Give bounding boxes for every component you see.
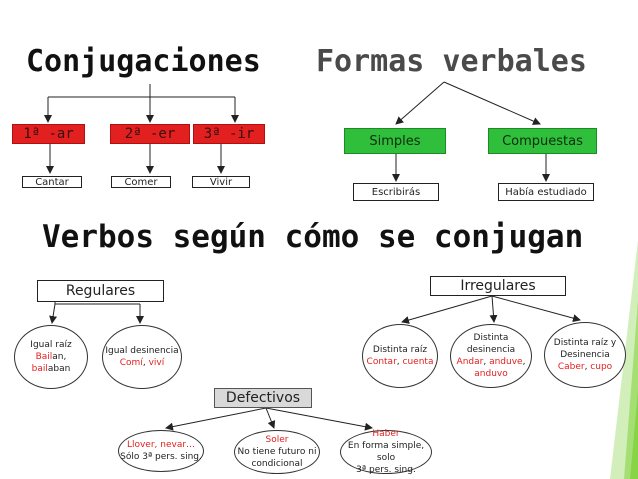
regulares-igual-desinencia: Igual desinencia Comí, viví: [102, 325, 182, 389]
llover-label: Llover, nevar…: [126, 440, 196, 450]
irregulares-distinta-desinencia: Distinta desinencia Andar, anduve, anduv…: [450, 324, 532, 388]
desinencia-label: Desinencia: [560, 350, 610, 360]
regulares-box: Regulares: [37, 280, 164, 302]
defectivos-haber: Haber En forma simple, solo 3ª pers. sin…: [340, 429, 432, 475]
soler-desc-1: No tiene futuro ni: [237, 447, 317, 457]
igual-desinencia-example: Comí, viví: [119, 358, 165, 368]
conjugaciones-title: Conjugaciones: [26, 44, 261, 79]
irregulares-box: Irregulares: [430, 276, 566, 296]
defectivos-llover: Llover, nevar… Sólo 3ª pers. sing.: [118, 430, 204, 472]
distinta-desinencia-label: Distinta desinencia: [466, 333, 516, 355]
distinta-desinencia-example: Andar, anduve, anduvo: [456, 357, 526, 379]
conj-2-example: Comer: [111, 176, 171, 188]
haber-desc-2: 3ª pers. sing.: [356, 465, 416, 475]
simples-box: Simples: [344, 128, 446, 154]
conj-3-box: 3ª -ir: [193, 124, 265, 144]
conj-2-box: 2ª -er: [110, 124, 190, 144]
igual-desinencia-label: Igual desinencia: [105, 346, 179, 356]
igual-raiz-example: Bailan, bailaban: [31, 352, 71, 374]
llover-desc: Sólo 3ª pers. sing.: [120, 452, 202, 462]
verbos-title: Verbos según cómo se conjugan: [42, 219, 584, 255]
conj-1-box: 1ª -ar: [12, 124, 85, 144]
conj-3-example: Vivir: [192, 176, 250, 188]
distinta-raiz-y-desinencia-example: Caber, cupo: [557, 362, 613, 372]
irregulares-distinta-raiz: Distinta raíz Contar, cuenta: [362, 324, 438, 388]
simples-example: Escribirás: [353, 183, 439, 201]
igual-raiz-label: Igual raíz: [30, 340, 72, 350]
conj-1-example: Cantar: [22, 176, 82, 188]
distinta-raiz-example: Contar, cuenta: [366, 357, 434, 367]
regulares-igual-raiz: Igual raíz Bailan, bailaban: [14, 325, 88, 389]
formas-verbales-title: Formas verbales: [316, 44, 587, 79]
compuestas-example: Había estudiado: [498, 183, 594, 201]
distinta-raiz-y-label: Distinta raíz y: [553, 338, 617, 348]
defectivos-soler: Soler No tiene futuro ni condicional: [234, 430, 320, 474]
haber-label: Haber: [372, 429, 400, 439]
soler-desc-2: condicional: [251, 459, 303, 469]
defectivos-box: Defectivos: [214, 388, 312, 408]
irregulares-distinta-raiz-desinencia: Distinta raíz y Desinencia Caber, cupo: [544, 322, 626, 388]
haber-desc-1: En forma simple, solo: [347, 441, 425, 463]
soler-label: Soler: [265, 435, 289, 445]
compuestas-box: Compuestas: [488, 128, 597, 154]
distinta-raiz-label: Distinta raíz: [372, 345, 428, 355]
